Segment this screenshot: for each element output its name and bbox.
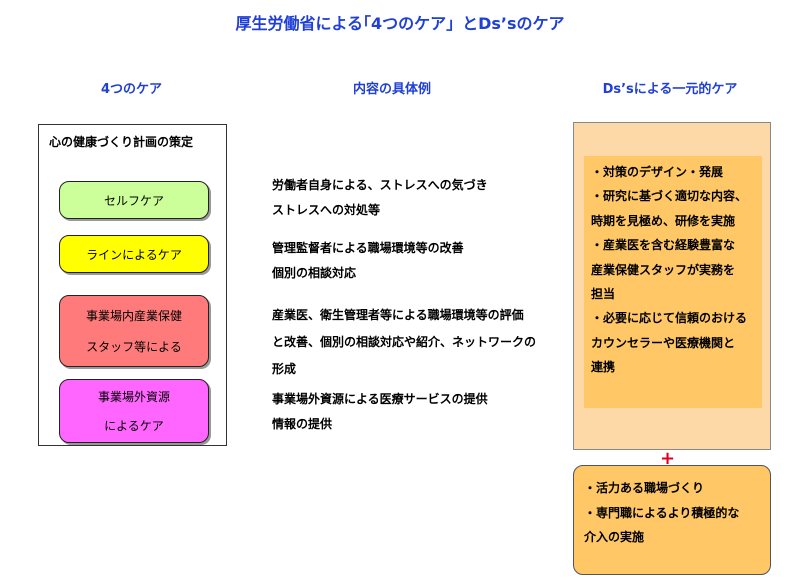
- plus-sign: +: [660, 448, 676, 469]
- example-text: 産業医、衛生管理者等による職場環境等の評価: [272, 308, 524, 322]
- plan-title: 心の健康づくり計画の策定: [49, 135, 194, 149]
- additional-care-line: ・活力ある職場づくり: [584, 481, 705, 495]
- example-line: 管理監督者による職場環境等の改善 個別の相談対応: [272, 236, 464, 286]
- page-title: 厚生労働省による｢4つのケア」とDs’sのケア: [235, 14, 565, 33]
- additional-care-line: ・専門職によるより積極的な: [584, 505, 740, 520]
- example-text: 個別の相談対応: [272, 266, 357, 280]
- example-text: 形成: [272, 362, 297, 376]
- example-self: 労働者自身による、ストレスへの気づき ストレスへの対処等: [272, 173, 488, 223]
- ds-care-line: 時期を見極め、研修を実施: [591, 213, 736, 228]
- four-care-box: 心の健康づくり計画の策定 セルフケア ラインによるケア 事業場内産業保健 スタッ…: [38, 124, 227, 446]
- header-examples: 内容の具体例: [352, 82, 431, 97]
- care-external-resources: 事業場外資源 によるケア: [59, 379, 209, 443]
- ds-care-box: ・対策のデザイン・発展 ・研究に基づく適切な内容、 時期を見極め、研修を実施 ・…: [573, 122, 771, 450]
- additional-care-box: ・活力ある職場づくり ・専門職によるより積極的な 介入の実施: [573, 465, 771, 575]
- care-self-label: セルフケア: [103, 193, 164, 208]
- header-four-care: 4つのケア: [100, 82, 163, 97]
- care-line-label: ラインによるケア: [86, 247, 182, 262]
- ds-care-line: 担当: [591, 287, 616, 302]
- example-text: と改善、個別の相談対応や紹介、ネットワークの: [272, 335, 537, 349]
- additional-care-line: 介入の実施: [584, 530, 645, 544]
- care-line: ラインによるケア: [59, 235, 209, 273]
- ds-care-line: カウンセラーや医療機関と: [591, 335, 736, 350]
- header-ds-care: Ds’sによる一元的ケア: [602, 82, 738, 97]
- example-external: 事業場外資源による医療サービスの提供 情報の提供: [272, 387, 488, 437]
- example-text: 情報の提供: [272, 417, 333, 431]
- example-internal-staff: 産業医、衛生管理者等による職場環境等の評価 と改善、個別の相談対応や紹介、ネット…: [272, 302, 536, 383]
- ds-care-line: ・産業医を含む経験豊富な: [591, 238, 736, 253]
- care-self: セルフケア: [59, 181, 209, 219]
- care-external-line-1: 事業場外資源: [97, 390, 170, 404]
- example-text: 事業場外資源による医療サービスの提供: [272, 392, 488, 406]
- example-text: 管理監督者による職場環境等の改善: [272, 241, 464, 255]
- example-text: 労働者自身による、ストレスへの気づき: [272, 178, 488, 192]
- example-text: ストレスへの対処等: [272, 203, 381, 217]
- ds-care-line: 連携: [591, 360, 616, 375]
- ds-care-line: ・研究に基づく適切な内容、: [591, 189, 748, 204]
- ds-care-content: ・対策のデザイン・発展 ・研究に基づく適切な内容、 時期を見極め、研修を実施 ・…: [584, 156, 762, 408]
- ds-care-line: ・対策のデザイン・発展: [591, 165, 724, 179]
- care-internal-staff-line-1: 事業場内産業保健: [85, 309, 182, 323]
- ds-care-line: ・必要に応じて信頼のおける: [591, 311, 748, 326]
- care-internal-staff: 事業場内産業保健 スタッフ等による: [59, 295, 209, 367]
- care-internal-staff-line-2: スタッフ等による: [86, 340, 182, 354]
- ds-care-line: 産業保健スタッフが実務を: [591, 262, 736, 277]
- care-external-line-2: によるケア: [104, 419, 164, 433]
